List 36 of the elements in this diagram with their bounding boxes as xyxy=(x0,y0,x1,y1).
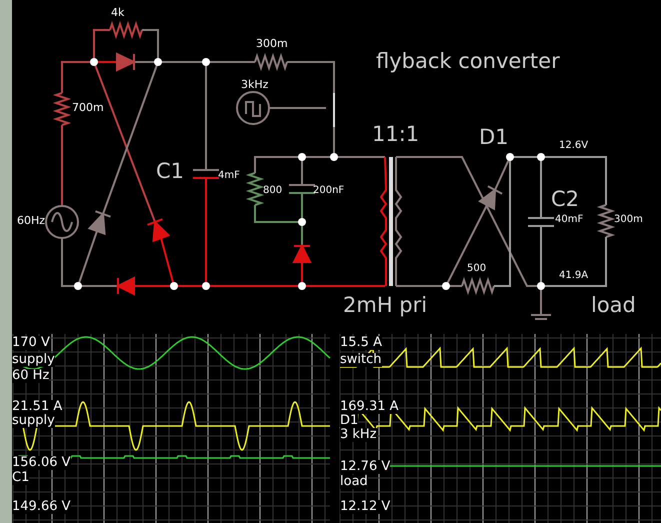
component-name: load xyxy=(591,294,636,318)
component-value: 700m xyxy=(72,102,104,114)
component-name: 2mH pri xyxy=(343,294,428,318)
scope-label: 12.12 V xyxy=(340,500,390,514)
component-value: 200nF xyxy=(313,185,344,196)
scope-label: C1 xyxy=(12,471,30,486)
component-value: 41.9A xyxy=(559,270,588,281)
component-value: 3kHz xyxy=(241,79,268,92)
diagram-title: flyback converter xyxy=(376,50,560,74)
component-value: 800 xyxy=(263,185,282,196)
component-value: 4mF xyxy=(218,170,240,181)
scope-label: 170 V xyxy=(12,336,50,350)
scope-label: switch xyxy=(340,353,382,368)
component-value: 60Hz xyxy=(17,215,46,228)
scope-label: 156.06 V xyxy=(12,456,71,470)
scope-label: supply xyxy=(12,414,55,428)
scope-label: 12.76 V xyxy=(340,460,390,474)
component-value: 4k xyxy=(111,7,124,20)
component-name: C1 xyxy=(156,160,184,184)
component-value: 12.6V xyxy=(559,140,588,151)
scope-label: D1 xyxy=(340,414,358,428)
scope-label: 21.51 A xyxy=(12,400,62,414)
component-name: C2 xyxy=(551,188,580,212)
component-name: D1 xyxy=(479,126,509,150)
component-value: 40mF xyxy=(555,214,584,225)
component-value: 300m xyxy=(256,38,288,50)
component-value: 300m xyxy=(614,214,643,225)
scope-label: load xyxy=(340,475,368,490)
scope-label: 15.5 A xyxy=(340,336,382,350)
scope-label: 3 kHz xyxy=(340,428,377,442)
scope-label: 149.66 V xyxy=(12,500,71,514)
component-name: 11:1 xyxy=(372,123,420,146)
scope-label: 169.31 A xyxy=(340,400,399,414)
scope-label: supply xyxy=(12,353,55,368)
component-value: 500 xyxy=(467,263,486,274)
scope-label: 60 Hz xyxy=(12,369,50,384)
